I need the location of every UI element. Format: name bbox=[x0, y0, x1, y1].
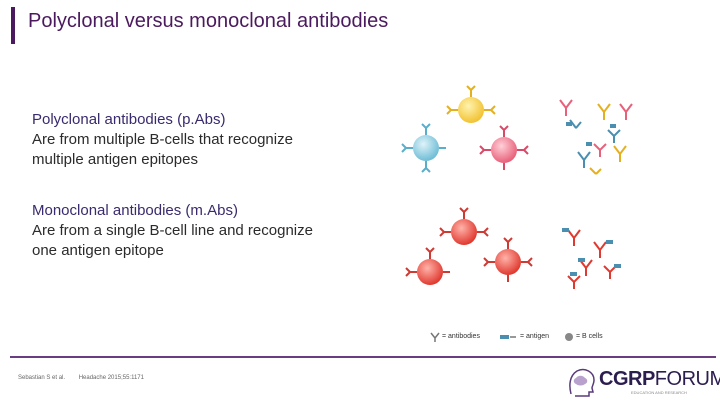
b-cell-red-3 bbox=[483, 237, 533, 282]
monoclonal-cells bbox=[405, 207, 533, 285]
monoclonal-section: Monoclonal antibodies (m.Abs) Are from a… bbox=[32, 201, 362, 261]
b-cell-legend-icon bbox=[565, 333, 573, 341]
polyclonal-antibodies bbox=[559, 99, 633, 175]
monoclonal-antibodies bbox=[562, 228, 621, 289]
antigen-legend-icon bbox=[500, 335, 516, 339]
monoclonal-heading: Monoclonal antibodies (m.Abs) bbox=[32, 202, 238, 219]
footer-citation: Sebastian S et al. Headache 2015;55:1171 bbox=[18, 375, 156, 381]
polyclonal-line-1: Are from multiple B-cells that recognize bbox=[32, 131, 293, 148]
footer-divider bbox=[10, 356, 716, 358]
antibody-legend-icon bbox=[430, 332, 440, 342]
b-cell-yellow bbox=[446, 85, 496, 123]
b-cell-red-2 bbox=[405, 247, 450, 285]
monoclonal-line-1: Are from a single B-cell line and recogn… bbox=[32, 222, 313, 239]
logo-wordmark: CGRPFORUM bbox=[599, 368, 720, 391]
legend-b-cells: = B cells bbox=[576, 333, 603, 340]
citation-source: Headache 2015;55:1171 bbox=[78, 375, 144, 381]
b-cell-blue bbox=[401, 123, 446, 173]
title-accent-bar bbox=[11, 7, 15, 44]
polyclonal-heading: Polyclonal antibodies (p.Abs) bbox=[32, 111, 226, 128]
legend-antibodies: = antibodies bbox=[442, 333, 480, 340]
cgrp-forum-logo: CGRPFORUM EDUCATION AND RESEARCH bbox=[565, 364, 720, 400]
polyclonal-line-2: multiple antigen epitopes bbox=[32, 151, 198, 168]
logo-name-light: FORUM bbox=[654, 368, 720, 390]
logo-tagline: EDUCATION AND RESEARCH bbox=[631, 390, 687, 395]
polyclonal-cells bbox=[401, 85, 529, 173]
logo-name-bold: CGRP bbox=[599, 368, 655, 390]
antibody-illustration bbox=[401, 85, 633, 289]
slide-title: Polyclonal versus monoclonal antibodies bbox=[28, 10, 389, 32]
citation-author: Sebastian S et al. bbox=[18, 375, 66, 381]
figure-legend: = antibodies = antigen = B cells bbox=[430, 330, 715, 348]
brain-head-icon bbox=[569, 368, 595, 397]
polyclonal-section: Polyclonal antibodies (p.Abs) Are from m… bbox=[32, 110, 362, 170]
b-cell-pink bbox=[479, 125, 529, 170]
monoclonal-line-2: one antigen epitope bbox=[32, 242, 164, 259]
legend-antigen: = antigen bbox=[520, 333, 549, 340]
b-cell-red-1 bbox=[439, 207, 489, 245]
